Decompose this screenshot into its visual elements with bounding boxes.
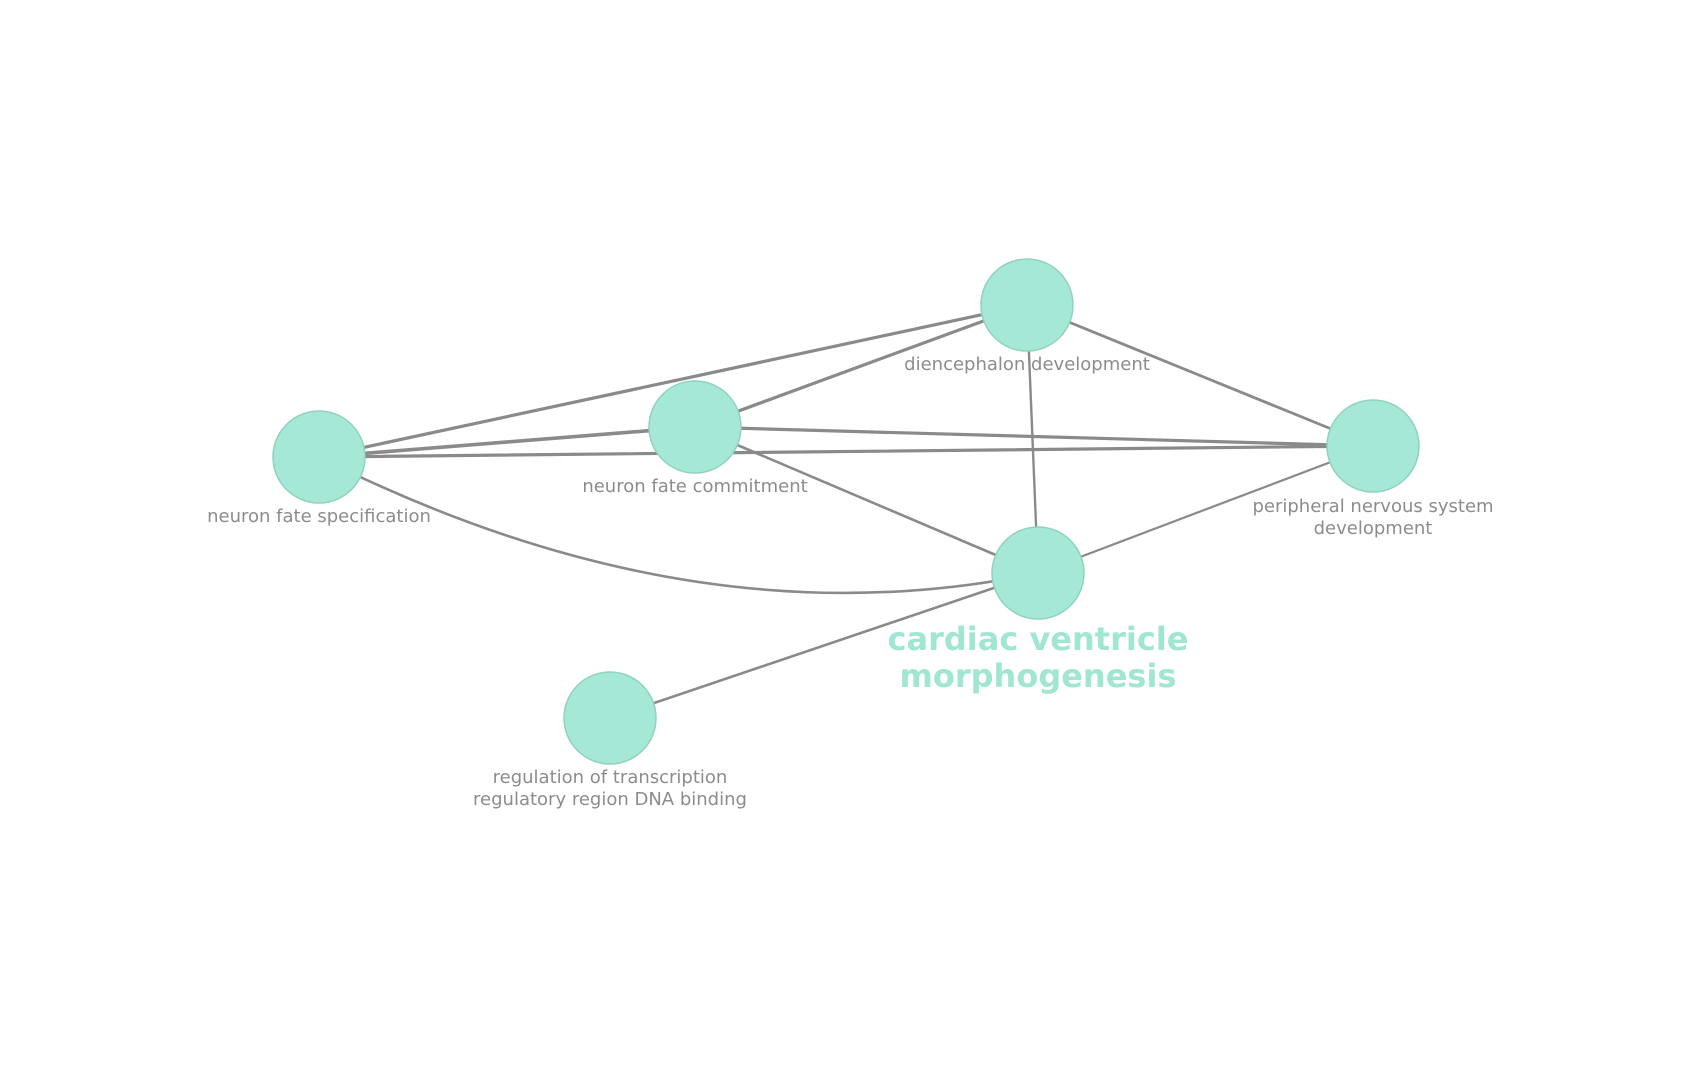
node-label-diencephalon-line-1: diencephalon development: [904, 354, 1150, 375]
node-label-cardiac-ventricle-line-1: cardiac ventricle: [888, 620, 1189, 658]
node-label-regulation-transcription-line-2: regulatory region DNA binding: [473, 789, 747, 810]
edge-neuron-fate-commitment-to-diencephalon: [693, 303, 1029, 429]
edge-layer: [317, 303, 1375, 720]
label-layer: diencephalon development neuron fate comm…: [207, 354, 1493, 810]
node-label-neuron-fate-specification-line-1: neuron fate specification: [207, 506, 431, 527]
node-label-peripheral-nervous-system-line-2: development: [1314, 518, 1433, 539]
node-cardiac-ventricle[interactable]: [991, 526, 1085, 620]
edge-peripheral-nervous-system-to-cardiac-ventricle: [1036, 444, 1375, 575]
edge-neuron-fate-commitment-to-peripheral-nervous-system: [693, 425, 1375, 448]
node-regulation-transcription[interactable]: [563, 671, 657, 765]
edge-neuron-fate-specification-to-neuron-fate-commitment: [317, 425, 697, 459]
node-neuron-fate-specification[interactable]: [272, 410, 366, 504]
node-peripheral-nervous-system[interactable]: [1326, 399, 1420, 493]
node-layer: [272, 258, 1420, 765]
node-label-neuron-fate-commitment-line-1: neuron fate commitment: [582, 476, 807, 497]
node-label-cardiac-ventricle-line-2: morphogenesis: [900, 657, 1177, 695]
node-diencephalon[interactable]: [980, 258, 1074, 352]
node-label-regulation-transcription-line-1: regulation of transcription: [493, 767, 728, 788]
node-neuron-fate-commitment[interactable]: [648, 380, 742, 474]
edge-regulation-transcription-to-cardiac-ventricle: [608, 571, 1040, 720]
edge-neuron-fate-specification-to-peripheral-nervous-system: [317, 444, 1375, 459]
edge-neuron-fate-specification-to-diencephalon: [317, 303, 1029, 459]
edge-neuron-fate-commitment-to-cardiac-ventricle: [693, 425, 1040, 575]
edge-diencephalon-to-peripheral-nervous-system: [1025, 303, 1375, 448]
edge-neuron-fate-specification-to-cardiac-ventricle: [317, 455, 1040, 595]
node-label-peripheral-nervous-system-line-1: peripheral nervous system: [1252, 496, 1493, 517]
